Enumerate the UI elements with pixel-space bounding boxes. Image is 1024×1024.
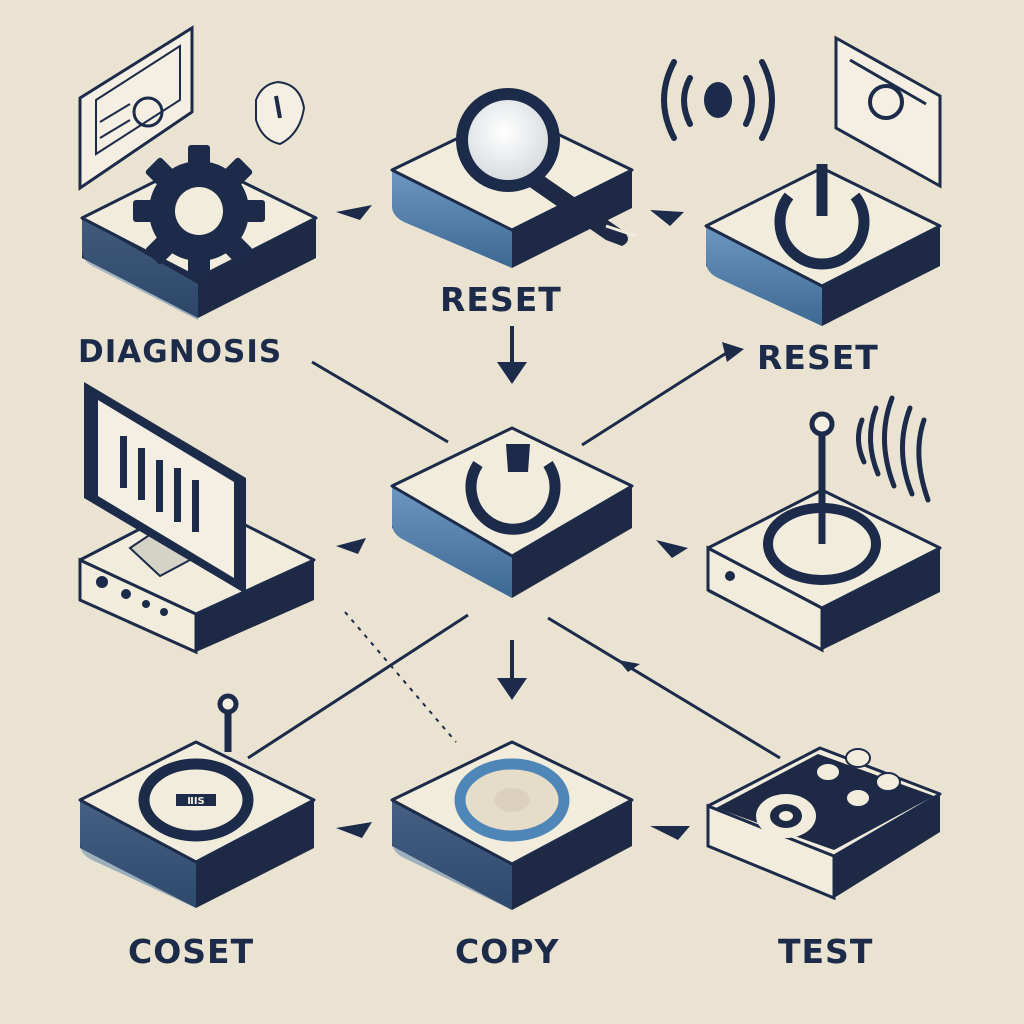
controller-icon <box>716 748 934 850</box>
label-diagnosis: DIAGNOSIS <box>78 334 283 370</box>
poster-icon <box>834 35 942 189</box>
arrow-small-3 <box>336 538 366 554</box>
label-copy: COPY <box>455 932 560 971</box>
ring-icon <box>454 758 570 842</box>
port-dots <box>96 576 168 616</box>
label-coset: COSET <box>128 932 255 971</box>
copy-node[interactable] <box>390 740 634 910</box>
badge-text: ⅡIS <box>187 796 205 807</box>
arrow-small-5 <box>336 822 372 838</box>
arrow-small-6 <box>650 826 690 840</box>
arrow-small-7 <box>618 660 640 672</box>
label-reset-right: RESET <box>757 338 879 377</box>
monitor-icon <box>84 382 246 594</box>
test-node[interactable] <box>706 746 942 901</box>
gear-node[interactable] <box>78 25 318 320</box>
power-stem <box>506 444 530 472</box>
connector-center-to-test <box>547 616 781 760</box>
connector-center-to-coset <box>247 613 469 760</box>
connector-center-to-reset <box>581 350 729 447</box>
arrow-small-1 <box>336 205 372 220</box>
connector-lines <box>247 350 781 760</box>
antenna-badge-icon: ⅡIS <box>138 693 254 842</box>
label-test: TEST <box>778 932 874 971</box>
arrow-head-right-upper <box>722 342 744 362</box>
monitor-node[interactable] <box>78 382 316 655</box>
antenna-power-icon <box>763 395 931 585</box>
magnifier-node[interactable] <box>390 88 637 268</box>
power-top-right-node[interactable] <box>661 35 942 326</box>
label-reset-top: RESET <box>440 280 562 319</box>
arrow-small-4 <box>656 540 688 558</box>
status-dot <box>725 571 735 581</box>
arrow-down-top <box>497 326 527 384</box>
power-icon <box>774 164 870 270</box>
gauge-icon <box>255 80 306 146</box>
connector-dashed <box>344 611 457 743</box>
magnifying-glass-icon <box>456 88 637 246</box>
center-power-node[interactable] <box>390 426 634 598</box>
signal-icon <box>661 59 775 141</box>
antenna-power-node[interactable] <box>706 395 942 653</box>
gear-icon <box>133 145 265 277</box>
coset-node[interactable]: ⅡIS <box>78 693 316 908</box>
arrow-down-middle <box>497 640 527 700</box>
connector-diagnosis-to-center <box>311 360 449 444</box>
document-icon <box>78 25 194 191</box>
arrows <box>336 205 744 840</box>
arrow-small-2 <box>650 210 684 226</box>
power-icon <box>465 460 561 535</box>
